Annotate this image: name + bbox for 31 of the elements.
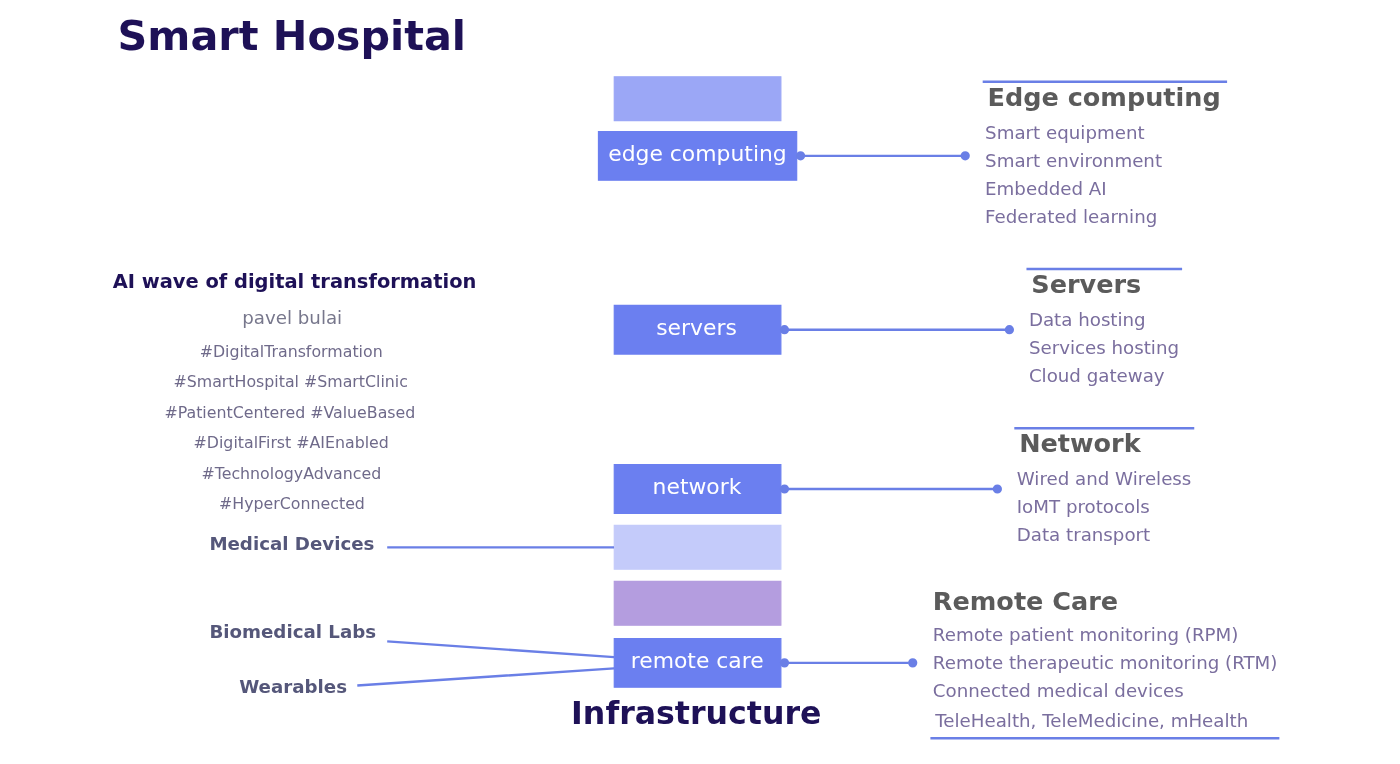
node-box: servers [613, 304, 782, 355]
node-text: Servers Data hosting Services hosting Cloud gateway [1028, 269, 1180, 386]
connector [795, 151, 970, 161]
label: #DigitalFirst #AIEnabled [193, 433, 389, 453]
connector [387, 546, 614, 549]
node-text: Edge computing Smart equipment Smart environment Embedded AI Federated learning [985, 81, 1221, 227]
node-text: Wearables [239, 675, 348, 697]
connector [779, 484, 1002, 494]
label: AI wave of digital transformation [112, 270, 477, 294]
connector [387, 640, 615, 659]
label: #TechnologyAdvanced [201, 463, 382, 483]
connector [779, 658, 918, 668]
node-box [613, 580, 782, 626]
node-text: Medical Devices [209, 533, 375, 555]
node-box [613, 524, 782, 570]
connector [779, 325, 1014, 335]
node-text: Remote Care Remote patient monitoring (RPM) Remote therapeutic monitoring (RTM) Connected medical devices TeleHealth, TeleMedicine, mHealth [932, 586, 1278, 732]
node-box: edge computing [597, 130, 798, 181]
label: #PatientCentered #ValueBased [164, 402, 416, 422]
label: pavel bulai [242, 307, 343, 329]
label: #HyperConnected [219, 493, 365, 513]
node-text: Biomedical Labs [209, 620, 377, 642]
node-text: Network Wired and Wireless IoMT protocols Data transport [1016, 428, 1192, 546]
label: #SmartHospital #SmartClinic [173, 372, 408, 392]
node-box: remote care [613, 637, 782, 688]
label: Infrastructure [571, 695, 822, 732]
connector [357, 667, 615, 687]
node-box [613, 76, 782, 122]
node-box: network [613, 464, 782, 514]
diagram-title: Smart Hospital [117, 11, 466, 60]
label: #DigitalTransformation [199, 341, 383, 361]
